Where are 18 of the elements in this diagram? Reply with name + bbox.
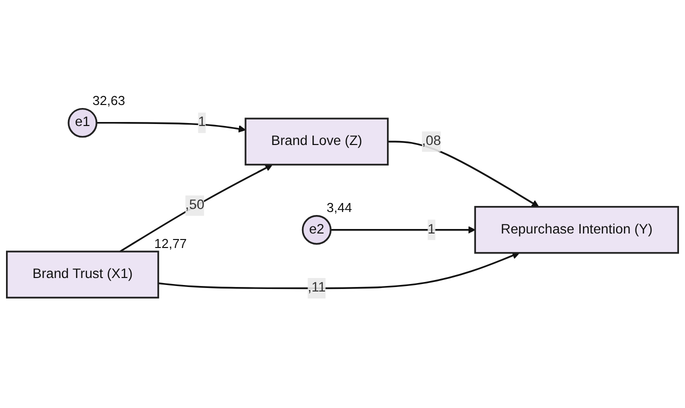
variance-label: 3,44: [326, 200, 352, 216]
arrow: [158, 252, 520, 290]
edge-label: 1: [428, 222, 436, 238]
arrow: [120, 164, 273, 253]
arrow: [388, 141, 540, 208]
variance-label: 32,63: [92, 93, 126, 108]
node-box: [6, 251, 160, 299]
node-box: [244, 118, 389, 166]
edge-label: ,11: [308, 280, 326, 296]
variance-label: 12,77: [154, 236, 187, 251]
arrow: [330, 226, 476, 234]
node-circle: [302, 215, 332, 246]
edge-label: ,50: [185, 198, 204, 213]
arrow: [96, 122, 246, 133]
edge-label: 1: [198, 115, 206, 130]
edge-label: ,08: [422, 134, 441, 149]
node-box: [474, 206, 679, 254]
node-circle: [68, 108, 98, 138]
